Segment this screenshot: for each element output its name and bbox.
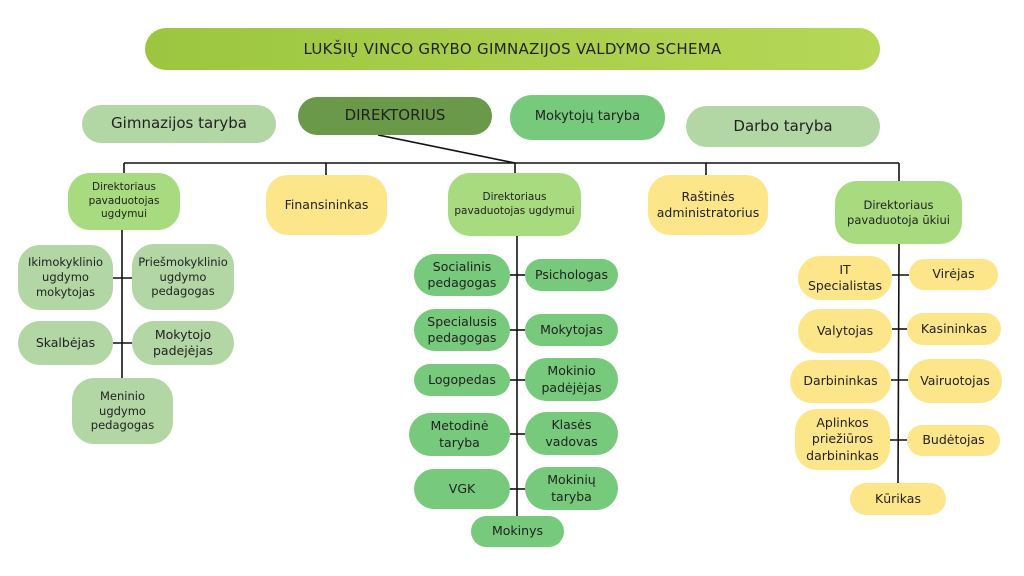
node-gimnazijos-taryba: Gimnazijos taryba <box>82 105 276 143</box>
node-mokytoju-taryba: Mokytojų taryba <box>510 95 665 140</box>
node-pavaduotoja-ukiui: Direktoriaus pavaduotoja ūkiui <box>835 181 962 244</box>
node-right: Virėjas <box>909 259 998 290</box>
node-right: Aplinkos priežiūros darbininkas <box>795 409 890 470</box>
node-darbo-taryba: Darbo taryba <box>686 106 880 147</box>
node-center: Socialinis pedagogas <box>414 254 510 296</box>
node-finansininkas: Finansininkas <box>266 175 387 235</box>
node-pavaduotojas-ugdymui-left: Direktoriaus pavaduotojas ugdymui <box>68 173 180 230</box>
node-left: Meninio ugdymo pedagogas <box>72 378 173 444</box>
node-center: Specialusis pedagogas <box>414 309 510 351</box>
node-right: Darbininkas <box>790 360 891 403</box>
node-center: Klasės vadovas <box>525 412 618 455</box>
node-direktorius: DIREKTORIUS <box>298 97 492 135</box>
node-right: Kasininkas <box>907 313 1001 345</box>
node-center: Metodinė taryba <box>409 413 510 456</box>
node-right: Valytojas <box>798 309 892 353</box>
node-left: Ikimokyklinio ugdymo mokytojas <box>18 245 113 310</box>
node-right: Budėtojas <box>907 425 1000 456</box>
node-center: Mokinys <box>471 516 564 547</box>
node-rastines-administratorius: Raštinės administratorius <box>648 175 768 235</box>
node-center: Mokytojas <box>525 314 618 346</box>
node-center: Mokinių taryba <box>525 467 618 510</box>
node-left: Mokytojo padejėjas <box>132 321 234 365</box>
node-left: Skalbėjas <box>18 321 113 365</box>
node-left: Priešmokyklinio ugdymo pedagogas <box>132 244 234 310</box>
node-center: Logopedas <box>414 364 510 396</box>
node-right: Kūrikas <box>850 483 946 515</box>
node-center: Psichologas <box>525 259 618 291</box>
node-center: VGK <box>414 469 510 509</box>
node-pavaduotojas-ugdymui-center: Direktoriaus pavaduotojas ugdymui <box>448 173 581 236</box>
node-right: Vairuotojas <box>908 359 1002 403</box>
node-right: IT Specialistas <box>798 256 892 300</box>
chart-title: LUKŠIŲ VINCO GRYBO GIMNAZIJOS VALDYMO SC… <box>145 28 880 70</box>
node-center: Mokinio padėjėjas <box>525 358 618 401</box>
